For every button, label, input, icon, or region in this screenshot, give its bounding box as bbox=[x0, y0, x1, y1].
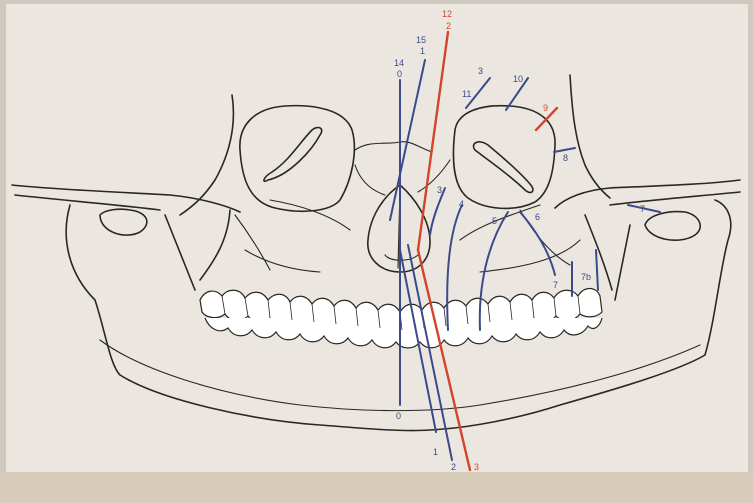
label-2: 2 bbox=[451, 462, 456, 472]
label-7b: 7b bbox=[581, 272, 591, 282]
label-3-upper: 3 bbox=[478, 66, 483, 76]
label-9: 9 bbox=[543, 103, 548, 113]
label-7-right: 7 bbox=[640, 204, 645, 214]
label-15-sub: 1 bbox=[420, 46, 425, 56]
label-3-mid: 3 bbox=[437, 185, 442, 195]
label-8: 8 bbox=[563, 153, 568, 163]
label-3-lower: 3 bbox=[474, 462, 479, 472]
label-1: 1 bbox=[433, 447, 438, 457]
label-11: 11 bbox=[462, 89, 471, 99]
paper-background bbox=[6, 4, 748, 472]
table-surface bbox=[0, 472, 753, 503]
label-0: 0 bbox=[396, 411, 401, 421]
label-5: 5 bbox=[492, 216, 497, 226]
label-10: 10 bbox=[513, 74, 523, 84]
label-14: 14 bbox=[394, 58, 404, 68]
label-12-sub: 2 bbox=[446, 21, 451, 31]
label-15: 15 bbox=[416, 35, 426, 45]
label-6: 6 bbox=[535, 212, 540, 222]
label-7: 7 bbox=[553, 280, 558, 290]
label-12: 12 bbox=[442, 9, 452, 19]
label-14-sub: 0 bbox=[397, 69, 402, 79]
label-4: 4 bbox=[459, 199, 464, 209]
